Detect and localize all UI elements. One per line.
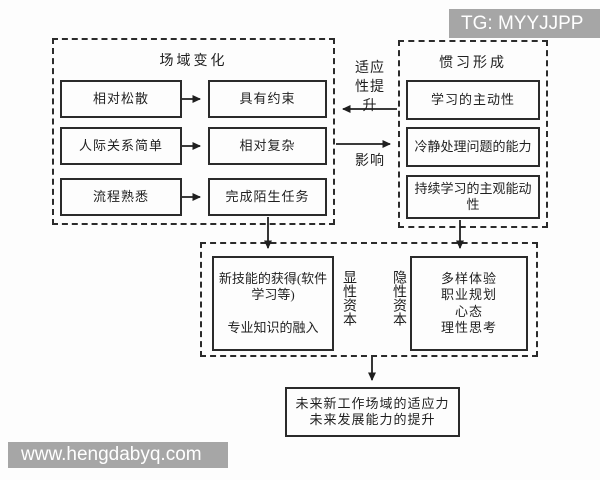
box-has-constraints: 具有约束 bbox=[208, 80, 327, 118]
habit-formation-panel: 惯习形成 bbox=[398, 40, 548, 228]
box-relatively-complex: 相对复杂 bbox=[208, 127, 327, 165]
box-unfamiliar-tasks: 完成陌生任务 bbox=[208, 178, 327, 216]
outcome-box: 未来新工作场域的适应力 未来发展能力的提升 bbox=[285, 387, 460, 437]
box-simple-relationships: 人际关系简单 bbox=[60, 127, 182, 165]
box-calm-problem-solving: 冷静处理问题的能力 bbox=[406, 127, 540, 167]
explicit-capital-label: 显性资本 bbox=[341, 270, 356, 326]
field-change-panel: 场域变化 bbox=[52, 38, 335, 225]
influence-arrow-label: 影响 bbox=[355, 154, 385, 169]
box-relatively-loose: 相对松散 bbox=[60, 80, 182, 118]
adaptability-arrow-label: 适应 性提 升 bbox=[355, 61, 385, 114]
watermark-top-right: TG: MYYJJPP bbox=[449, 9, 600, 38]
box-familiar-process: 流程熟悉 bbox=[60, 178, 182, 216]
box-new-skills: 新技能的获得(软件 学习等) 专业知识的融入 bbox=[212, 256, 334, 351]
implicit-capital-label: 隐性资本 bbox=[391, 270, 406, 326]
capital-panel bbox=[200, 242, 538, 357]
field-change-title: 场域变化 bbox=[159, 54, 228, 69]
habit-formation-title: 惯习形成 bbox=[439, 56, 507, 71]
box-diverse-experience: 多样体验 职业规划 心态 理性思考 bbox=[410, 256, 528, 351]
box-continuous-learning: 持续学习的主观能动 性 bbox=[406, 175, 540, 219]
watermark-bottom-left: www.hengdabyq.com bbox=[8, 442, 228, 468]
box-learning-initiative: 学习的主动性 bbox=[406, 80, 540, 120]
